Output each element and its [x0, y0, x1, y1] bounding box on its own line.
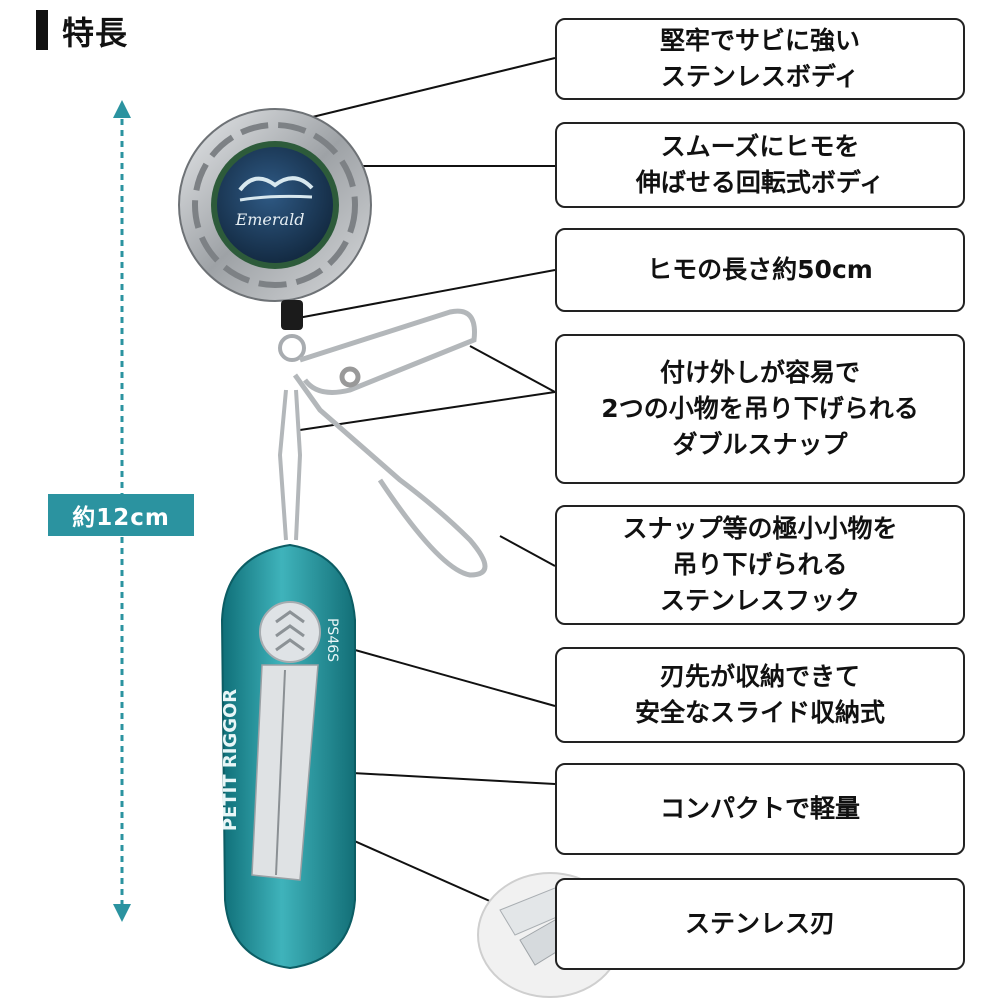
feature-label-stainless-body: 堅牢でサビに強い ステンレスボディ	[555, 18, 965, 100]
feature-label-double-snap: 付け外しが容易で 2つの小物を吊り下げられる ダブルスナップ	[555, 334, 965, 484]
cord-connector	[278, 300, 306, 362]
feature-label-rotating-body: スムーズにヒモを 伸ばせる回転式ボディ	[555, 122, 965, 208]
feature-label-cord-length: ヒモの長さ約50cm	[555, 228, 965, 312]
feature-label-stainless-hook: スナップ等の極小小物を 吊り下げられる ステンレスフック	[555, 505, 965, 625]
feature-label-slide-storage: 刃先が収納できて 安全なスライド収納式	[555, 647, 965, 743]
title-marker	[36, 10, 48, 50]
feature-label-stainless-blade: ステンレス刃	[555, 878, 965, 970]
retractor-reel: Emerald	[178, 108, 372, 302]
page-title: 特長	[62, 14, 129, 52]
model-text: PS46S	[324, 618, 340, 662]
double-snap	[292, 308, 488, 578]
snip-case: PETIT RIGGOR PS46S	[220, 543, 356, 970]
logo-text: Emerald	[235, 210, 305, 229]
feature-label-compact-light: コンパクトで軽量	[555, 763, 965, 855]
stainless-hook	[277, 389, 303, 541]
product-name-text: PETIT RIGGOR	[220, 689, 241, 831]
size-badge: 約12cm	[48, 494, 194, 536]
dimension-arrow	[113, 100, 131, 922]
